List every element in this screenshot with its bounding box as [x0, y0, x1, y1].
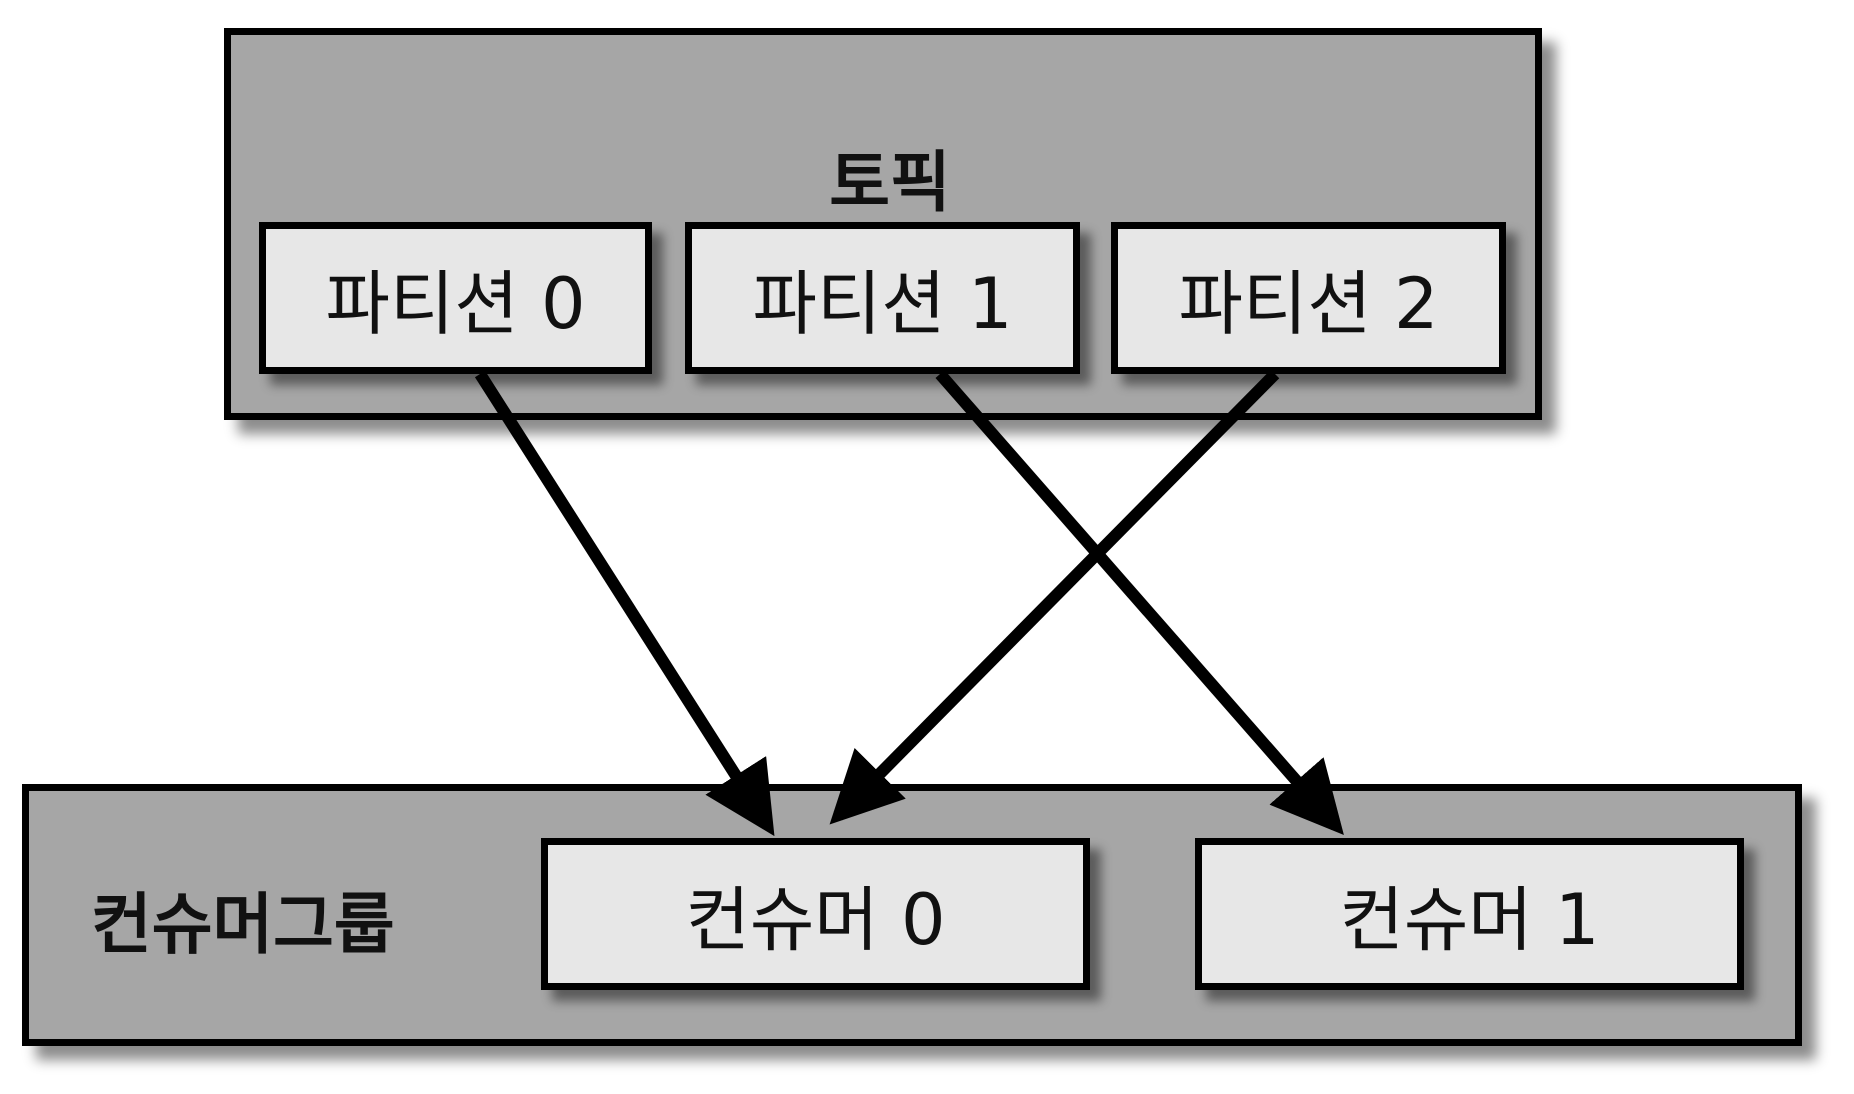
consumer-1-label: 컨슈머 1: [1339, 878, 1600, 961]
partition-0-box: 파티션 0: [259, 222, 652, 374]
partition-1-label: 파티션 1: [752, 262, 1013, 345]
partition-1-box: 파티션 1: [685, 222, 1080, 374]
arrow-partition-0-to-consumer-0: [474, 370, 775, 837]
partition-2-label: 파티션 2: [1178, 262, 1439, 345]
consumer-0-box: 컨슈머 0: [541, 838, 1090, 990]
arrow-partition-2-to-consumer-0: [829, 369, 1280, 825]
partition-0-label: 파티션 0: [325, 262, 586, 345]
topic-title: 토픽: [829, 144, 951, 221]
consumer-0-label: 컨슈머 0: [685, 878, 946, 961]
partition-2-box: 파티션 2: [1111, 222, 1506, 374]
consumer-group-title: 컨슈머그룹: [91, 886, 395, 963]
consumer-1-box: 컨슈머 1: [1195, 838, 1744, 990]
arrow-partition-1-to-consumer-1: [935, 370, 1344, 836]
